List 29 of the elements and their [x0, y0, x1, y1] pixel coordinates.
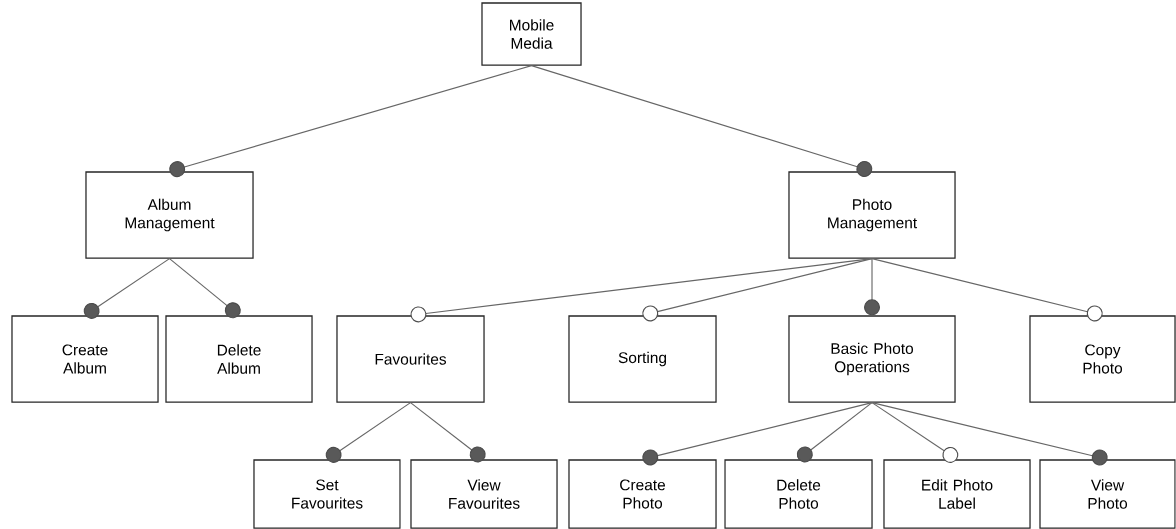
connector [530, 65, 873, 177]
feature-box: Create Album [11, 315, 159, 403]
connector [871, 402, 1108, 466]
feature-box: Set Favourites [253, 459, 401, 529]
feature-box: Delete Album [165, 315, 313, 403]
connector [871, 402, 959, 463]
connector [642, 402, 873, 466]
connector [642, 258, 873, 322]
connector [796, 402, 873, 463]
feature-box: Edit Photo Label [883, 459, 1031, 529]
feature-box: Sorting [568, 315, 717, 403]
feature-box: View Favourites [410, 459, 558, 529]
feature-box: Create Photo [568, 459, 717, 529]
feature-box: Album Management [85, 171, 254, 259]
feature-box: Photo Management [788, 171, 956, 259]
connector [864, 258, 880, 316]
feature-box: Basic Photo Operations [788, 315, 956, 403]
connector [168, 258, 241, 319]
connector [83, 258, 171, 319]
feature-box: Delete Photo [724, 459, 873, 529]
feature-box: View Photo [1039, 459, 1176, 529]
connector [410, 258, 873, 323]
connector [169, 65, 533, 178]
feature-box: Copy Photo [1029, 315, 1176, 403]
feature-box: Mobile Media [481, 2, 582, 66]
connector [409, 402, 486, 463]
feature-box: Favourites [336, 315, 485, 403]
connector [871, 258, 1103, 322]
connector [325, 402, 412, 463]
